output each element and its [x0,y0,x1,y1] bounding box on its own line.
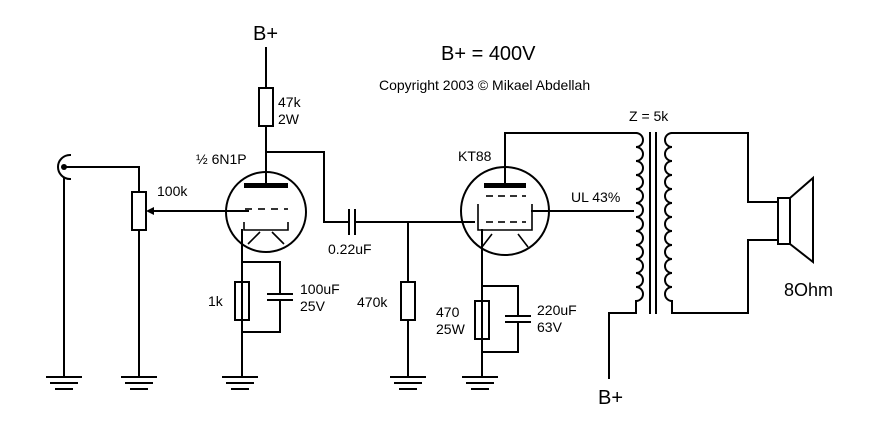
c-cathode2-value-label: 220uF [537,302,577,318]
output-transformer [504,131,779,379]
input-jack [57,153,140,376]
ground-pot [121,376,157,390]
ground-grid-resistor [390,376,426,390]
ground-tube2 [462,376,498,390]
speaker-label: 8Ohm [784,280,833,300]
grid-resistor [400,221,416,376]
c-cathode1-voltage-label: 25V [300,298,326,314]
speaker-icon [777,175,814,265]
ground-symbols [46,376,498,390]
pot-label: 100k [157,183,188,199]
bplus-bottom-label: B+ [598,387,623,409]
plate-resistor [258,47,325,223]
r-grid-label: 470k [357,294,388,310]
ul-tap-label: UL 43% [571,189,620,205]
tube-6n1p [225,171,307,263]
tube1-label: ½ 6N1P [196,151,247,167]
bplus-top-label: B+ [253,23,278,45]
r-cathode2-value-label: 470 [436,304,460,320]
ground-jack [46,376,82,390]
bplus-value-title: B+ = 400V [441,43,536,65]
copyright-text: Copyright 2003 © Mikael Abdellah [379,77,590,93]
cathode1-network [234,261,293,376]
ground-tube1 [222,376,258,390]
cathode2-network [474,285,531,376]
c-coupling-label: 0.22uF [328,241,372,257]
volume-potentiometer [131,166,249,376]
r-cathode2-power-label: 25W [436,321,466,337]
transformer-z-label: Z = 5k [629,108,669,124]
c-cathode2-voltage-label: 63V [537,319,563,335]
tube2-label: KT88 [458,148,492,164]
coupling-capacitor [323,209,475,235]
c-cathode1-value-label: 100uF [300,281,340,297]
r-cathode1-label: 1k [208,293,224,309]
tube-kt88 [460,165,550,287]
r-plate-value-label: 47k [278,94,302,110]
r-plate-power-label: 2W [278,111,300,127]
